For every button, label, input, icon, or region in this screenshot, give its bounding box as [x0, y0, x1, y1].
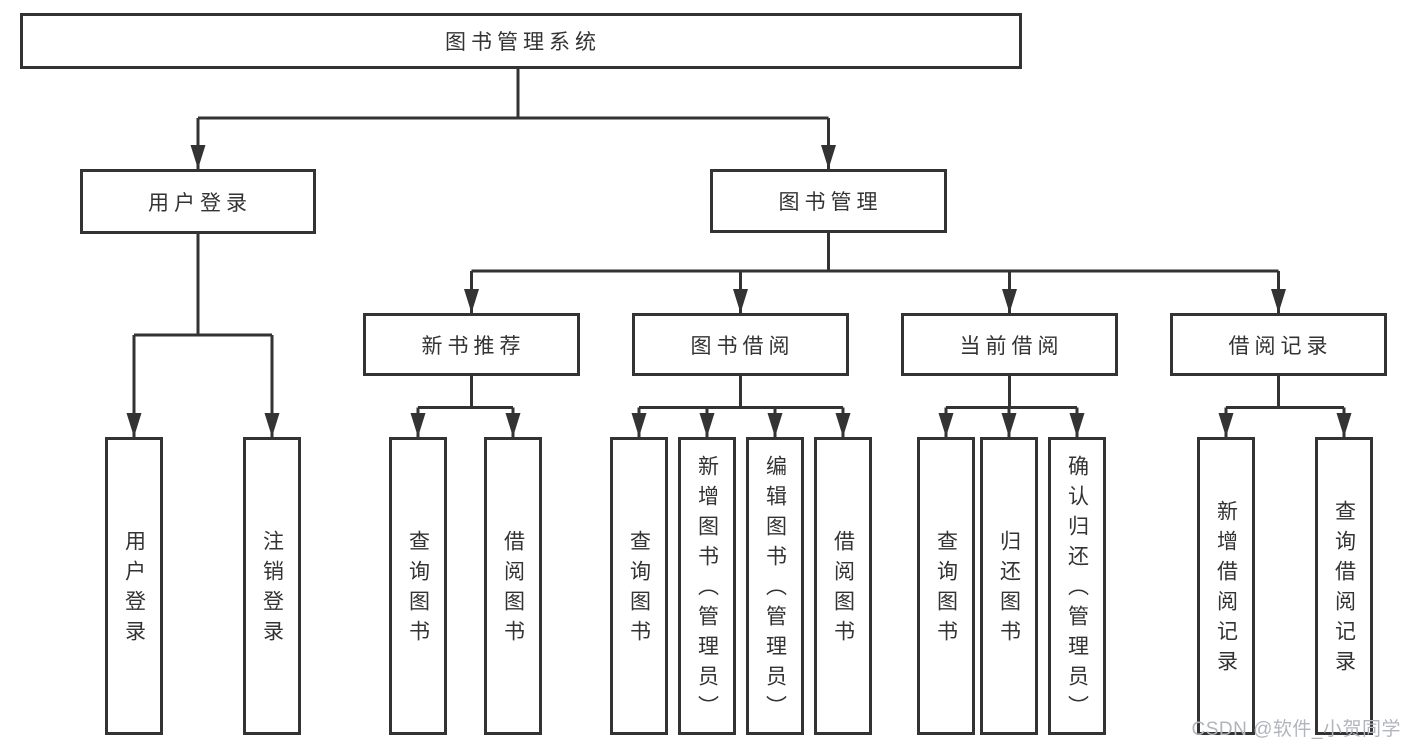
node-label: 确认归还（管理员）: [1065, 455, 1089, 725]
book-borrow-branch: [631, 376, 851, 437]
node-logout: 注销登录: [243, 437, 301, 735]
node-label: 归还图书: [997, 530, 1021, 650]
node-label: 查询借阅记录: [1332, 500, 1356, 680]
node-current-confirm-return-admin: 确认归还（管理员）: [1048, 437, 1106, 735]
node-new-book-recommend: 新书推荐: [363, 313, 580, 376]
node-recommend-borrow-books: 借阅图书: [484, 437, 542, 735]
node-label: 新书推荐: [421, 334, 526, 358]
node-book-borrow: 图书借阅: [632, 313, 849, 376]
node-borrow-edit-books-admin: 编辑图书（管理员）: [746, 437, 804, 735]
node-label: 新增图书（管理员）: [695, 455, 719, 725]
user-login-branch: [126, 234, 280, 437]
root-branch: [190, 69, 836, 169]
node-borrow-borrow-books: 借阅图书: [814, 437, 872, 735]
node-label: 用户登录: [148, 191, 252, 215]
node-label: 编辑图书（管理员）: [763, 455, 787, 725]
node-book-management: 图书管理: [710, 169, 947, 233]
node-borrow-records: 借阅记录: [1170, 313, 1387, 376]
csdn-watermark: CSDN @软件_小贺同学: [1191, 719, 1401, 740]
node-borrow-query-books: 查询图书: [610, 437, 668, 735]
borrow-records-branch: [1218, 376, 1352, 437]
node-label: 查询图书: [406, 530, 430, 650]
node-records-query-record: 查询借阅记录: [1315, 437, 1373, 735]
node-label: 查询图书: [934, 530, 958, 650]
node-label: 借阅图书: [831, 530, 855, 650]
node-label: 注销登录: [260, 530, 284, 650]
node-label: 借阅图书: [501, 530, 525, 650]
node-user-login-action: 用户登录: [105, 437, 163, 735]
node-label: 用户登录: [122, 530, 146, 650]
node-label: 图书管理系统: [445, 31, 601, 54]
node-recommend-query-books: 查询图书: [389, 437, 447, 735]
node-label: 借阅记录: [1228, 334, 1333, 358]
node-label: 图书管理: [778, 191, 883, 214]
node-label: 当前借阅: [959, 334, 1064, 358]
new-book-recommend-branch: [410, 376, 521, 437]
node-user-login: 用户登录: [80, 169, 316, 234]
node-current-query-books: 查询图书: [917, 437, 975, 735]
node-label: 图书借阅: [690, 334, 795, 358]
node-label: 新增借阅记录: [1214, 500, 1238, 680]
current-borrow-branch: [938, 376, 1085, 437]
node-borrow-add-books-admin: 新增图书（管理员）: [678, 437, 736, 735]
node-library-management-system: 图书管理系统: [20, 13, 1022, 69]
book-management-branch: [464, 233, 1286, 313]
node-records-add-record: 新增借阅记录: [1197, 437, 1255, 735]
node-label: 查询图书: [627, 530, 651, 650]
node-current-borrow: 当前借阅: [901, 313, 1118, 376]
node-current-return-books: 归还图书: [980, 437, 1038, 735]
